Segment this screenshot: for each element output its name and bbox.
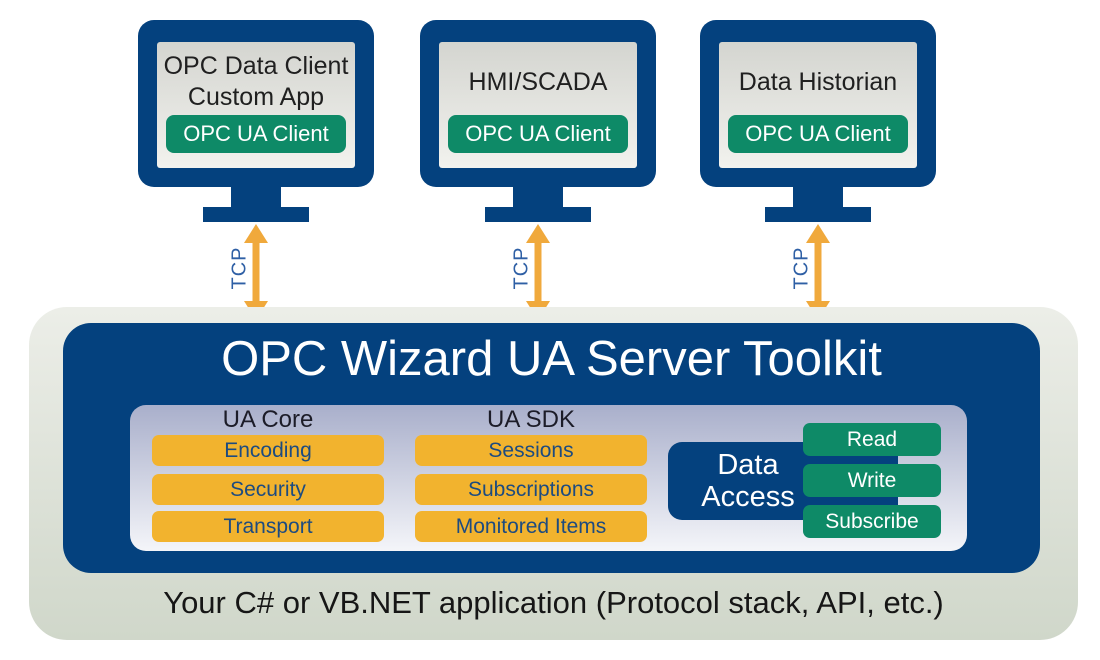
monitor-screen: Data Historian OPC UA Client (719, 42, 917, 168)
monitor-stand-base (203, 207, 309, 222)
client-label: OPC Data Client Custom App (157, 51, 355, 113)
opc-ua-client-badge: OPC UA Client (166, 115, 346, 153)
monitor-stand-base (765, 207, 871, 222)
ua-sdk-header: UA SDK (486, 406, 576, 433)
client-label-line: Custom App (187, 83, 325, 111)
application-caption: Your C# or VB.NET application (Protocol … (163, 585, 944, 620)
monitor-stand-neck (231, 186, 281, 208)
tcp-label: TCP (510, 246, 533, 290)
ua-core-item-transport: Transport (152, 511, 384, 542)
client-monitor-data-historian: Data Historian OPC UA Client (700, 20, 936, 187)
monitor-screen: HMI/SCADA OPC UA Client (439, 42, 637, 168)
client-label-line: HMI/SCADA (468, 67, 608, 96)
client-label-line: Data Historian (738, 67, 898, 96)
ua-sdk-item-monitored-items: Monitored Items (415, 511, 647, 542)
ua-core-item-encoding: Encoding (152, 435, 384, 466)
client-monitor-opc-data-client: OPC Data Client Custom App OPC UA Client (138, 20, 374, 187)
ua-core-header: UA Core (222, 406, 314, 433)
data-access-label-line: Data (717, 449, 779, 481)
client-label: HMI/SCADA (439, 51, 637, 113)
monitor-screen: OPC Data Client Custom App OPC UA Client (157, 42, 355, 168)
opc-ua-client-badge: OPC UA Client (448, 115, 628, 153)
ua-core-item-security: Security (152, 474, 384, 505)
tcp-label: TCP (228, 246, 251, 290)
ua-sdk-item-sessions: Sessions (415, 435, 647, 466)
client-label: Data Historian (719, 51, 917, 113)
opc-ua-client-badge: OPC UA Client (728, 115, 908, 153)
data-access-operation-subscribe: Subscribe (803, 505, 941, 538)
monitor-stand-neck (513, 186, 563, 208)
server-toolkit-title: OPC Wizard UA Server Toolkit (221, 332, 882, 386)
client-label-line: OPC Data Client (163, 52, 349, 80)
monitor-stand-neck (793, 186, 843, 208)
tcp-label: TCP (790, 246, 813, 290)
ua-sdk-item-subscriptions: Subscriptions (415, 474, 647, 505)
data-access-operation-write: Write (803, 464, 941, 497)
data-access-operation-read: Read (803, 423, 941, 456)
data-access-label-line: Access (701, 481, 795, 513)
client-monitor-hmi-scada: HMI/SCADA OPC UA Client (420, 20, 656, 187)
monitor-stand-base (485, 207, 591, 222)
